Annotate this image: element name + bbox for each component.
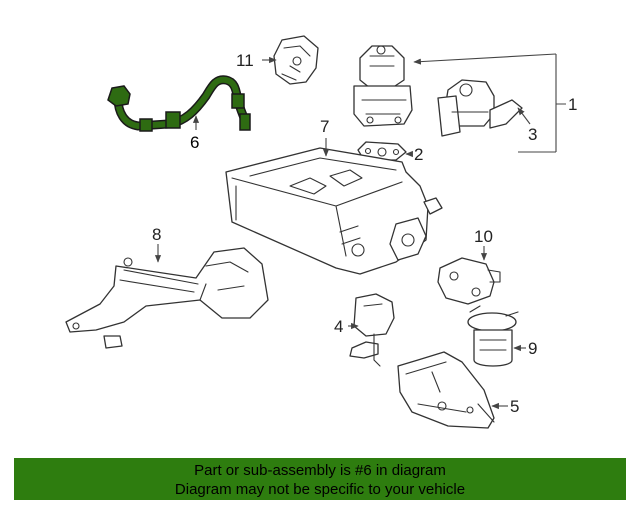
part-1-egr-valve[interactable] — [353, 45, 413, 127]
callout-11[interactable]: 11 — [236, 51, 254, 70]
callout-6[interactable]: 6 — [190, 133, 199, 152]
part-5-bracket[interactable] — [397, 351, 495, 429]
part-9-solenoid-valve[interactable] — [467, 305, 519, 367]
callout-3[interactable]: 3 — [528, 125, 537, 144]
callout-4[interactable]: 4 — [334, 317, 343, 336]
part-3-valve-assembly[interactable] — [437, 79, 523, 137]
callout-9[interactable]: 9 — [528, 339, 537, 358]
part-8-mounting-frame[interactable] — [65, 247, 269, 349]
parts-diagram: 1 2 3 4 5 6 7 8 9 10 11 — [65, 35, 577, 429]
part-7-canister[interactable] — [225, 147, 443, 275]
part-11-bracket[interactable] — [273, 35, 319, 85]
banner-line-2: Diagram may not be specific to your vehi… — [174, 481, 466, 498]
callout-5[interactable]: 5 — [510, 397, 519, 416]
callout-2[interactable]: 2 — [414, 145, 423, 164]
part-6-hose[interactable] — [107, 75, 251, 132]
callout-1[interactable]: 1 — [568, 95, 577, 114]
callout-10[interactable]: 10 — [474, 227, 493, 246]
callout-7[interactable]: 7 — [320, 117, 329, 136]
callout-8[interactable]: 8 — [152, 225, 161, 244]
info-banner: Part or sub-assembly is #6 in diagram Di… — [14, 458, 626, 500]
banner-line-1: Part or sub-assembly is #6 in diagram — [194, 462, 446, 479]
callout-labels: 1 2 3 4 5 6 7 8 9 10 11 — [152, 51, 577, 416]
part-4-sensor[interactable] — [349, 293, 395, 367]
part-10-valve[interactable] — [437, 257, 501, 305]
leader-lines — [154, 53, 566, 410]
